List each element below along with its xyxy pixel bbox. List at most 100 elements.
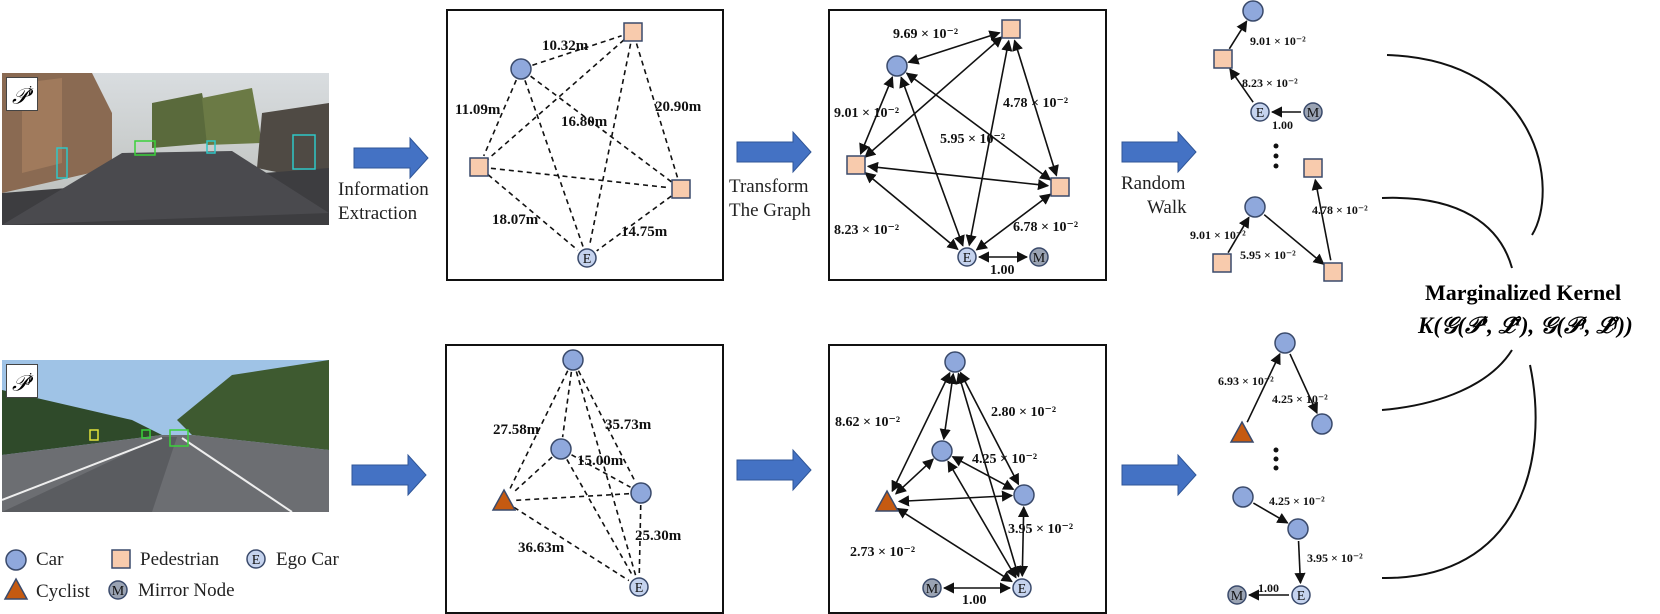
distance-edge bbox=[596, 195, 672, 252]
legend-car-label: Car bbox=[36, 549, 64, 570]
mirror-node bbox=[1029, 247, 1049, 267]
edge-weight-label: 4.78 × 10⁻² bbox=[1312, 203, 1368, 217]
directed-edge bbox=[1294, 540, 1306, 585]
directed-edge bbox=[1228, 20, 1248, 50]
edge-weight-label: 18.07m bbox=[492, 212, 539, 228]
pedestrian-node bbox=[671, 179, 691, 199]
flow-arrow-walk-top bbox=[1121, 130, 1197, 174]
edge-weight-label: 27.58m bbox=[493, 422, 540, 438]
mirror-symbol: M bbox=[926, 582, 939, 597]
mirror-symbol: M bbox=[112, 584, 125, 599]
edge-weight-label: 8.23 × 10⁻² bbox=[834, 223, 899, 238]
cyclist-node bbox=[491, 488, 517, 511]
bidirectional-edge bbox=[975, 193, 1052, 251]
cyclist-node bbox=[3, 577, 29, 600]
mirror-node bbox=[1303, 102, 1323, 122]
directed-edge bbox=[1263, 214, 1325, 266]
edge-weight-label: 9.01 × 10⁻² bbox=[1190, 228, 1246, 242]
bidirectional-edge bbox=[1016, 505, 1030, 578]
car-node bbox=[1013, 484, 1035, 506]
edge-weight-label: 1.00 bbox=[1258, 581, 1279, 595]
kernel-arc-4 bbox=[1381, 364, 1537, 580]
bidirectional-edge bbox=[947, 460, 1017, 579]
flow-arrow-walk-bottom bbox=[1121, 453, 1197, 497]
ego-car-node bbox=[629, 577, 649, 597]
bidirectional-edge bbox=[866, 161, 1050, 191]
ego-symbol: E bbox=[963, 251, 972, 266]
edge-weight-label: 3.95 × 10⁻² bbox=[1008, 522, 1073, 537]
bidirectional-edge bbox=[891, 371, 951, 493]
distance-edge bbox=[490, 167, 670, 189]
car-node bbox=[1242, 0, 1264, 22]
edge-weight-label: 9.69 × 10⁻² bbox=[893, 27, 958, 42]
legend-pedestrian-label: Pedestrian bbox=[140, 549, 220, 570]
pedestrian-node bbox=[623, 22, 643, 42]
pedestrian-node bbox=[1001, 19, 1021, 39]
edge-weight-label: 1.00 bbox=[1272, 118, 1293, 132]
panel-top-transformed bbox=[828, 9, 1107, 281]
car-node bbox=[886, 55, 908, 77]
distance-edge bbox=[588, 43, 632, 247]
pedestrian-node bbox=[1303, 158, 1323, 178]
edge-weight-label: 15.00m bbox=[577, 453, 624, 469]
distance-edge bbox=[512, 456, 553, 494]
car-node bbox=[510, 58, 532, 80]
distance-edge bbox=[487, 39, 625, 160]
kernel-arc-2 bbox=[1381, 196, 1513, 269]
ego-symbol: E bbox=[583, 252, 592, 267]
edge-weight-label: 8.23 × 10⁻² bbox=[1242, 76, 1298, 90]
caption-transform-graph: Transform The Graph bbox=[729, 176, 811, 221]
ego-car-node bbox=[1012, 578, 1032, 598]
distance-edge bbox=[530, 75, 672, 183]
flow-arrow-transform-bottom bbox=[736, 448, 812, 492]
distance-edge bbox=[508, 370, 569, 491]
edge-weight-label: 9.01 × 10⁻² bbox=[834, 106, 899, 121]
scene-label-j: 𝒫j bbox=[6, 364, 38, 399]
pedestrian-node bbox=[1050, 177, 1070, 197]
mirror-symbol: M bbox=[1231, 589, 1244, 604]
bidirectional-edge bbox=[896, 507, 1013, 583]
directed-edge bbox=[1229, 67, 1254, 103]
car-node bbox=[550, 438, 572, 460]
ellipsis-dots bbox=[1273, 143, 1279, 471]
legend-ego-car-label: Ego Car bbox=[276, 549, 339, 570]
directed-edge bbox=[1311, 178, 1332, 261]
bidirectional-edge bbox=[1012, 39, 1059, 177]
edge-weight-label: 35.73m bbox=[605, 417, 652, 433]
edge-weight-label: 14.75m bbox=[621, 224, 668, 240]
mirror-symbol: M bbox=[1307, 106, 1320, 121]
directed-edge bbox=[1227, 216, 1250, 254]
edge-weight-label: 1.00 bbox=[962, 593, 987, 608]
car-node bbox=[1232, 486, 1254, 508]
ego-symbol: E bbox=[1256, 106, 1265, 121]
caption-random-walk: Random Walk bbox=[1121, 173, 1187, 218]
distance-edge bbox=[561, 371, 573, 438]
edge-weight-label: 20.90m bbox=[655, 99, 702, 115]
edge-weight-label: 4.78 × 10⁻² bbox=[1003, 96, 1068, 111]
edge-weight-label: 5.95 × 10⁻² bbox=[940, 132, 1005, 147]
edge-weight-label: 2.73 × 10⁻² bbox=[850, 545, 915, 560]
flow-arrow-extract-bottom bbox=[351, 453, 427, 497]
legend-cyclist-label: Cyclist bbox=[36, 581, 90, 602]
legend-markers: EM bbox=[3, 549, 266, 600]
edge-weight-label: 10.32m bbox=[542, 38, 589, 54]
edge-weight-label: 4.25 × 10⁻² bbox=[972, 452, 1037, 467]
ego-car-node bbox=[246, 549, 266, 569]
kernel-formula: K(𝒢(𝒫ⁱ, ℒ̂ⁱ), 𝒢(𝒫ʲ, ℒ̂ʲ)) bbox=[1418, 313, 1633, 338]
car-node bbox=[1311, 413, 1333, 435]
car-node bbox=[5, 549, 27, 571]
distance-edge bbox=[515, 492, 630, 502]
flow-arrow-extract-top bbox=[353, 136, 429, 180]
ego-symbol: E bbox=[635, 581, 644, 596]
edge-weight-label: 1.00 bbox=[990, 263, 1015, 278]
panel-top-distance bbox=[446, 9, 724, 281]
ego-symbol: E bbox=[1297, 589, 1306, 604]
edge-weight-label: 6.93 × 10⁻² bbox=[1218, 374, 1274, 388]
car-node bbox=[1274, 332, 1296, 354]
edge-weight-label: 8.62 × 10⁻² bbox=[835, 415, 900, 430]
kernel-arc-3 bbox=[1381, 349, 1513, 411]
scene-photo-i: 𝒫i bbox=[2, 73, 329, 225]
